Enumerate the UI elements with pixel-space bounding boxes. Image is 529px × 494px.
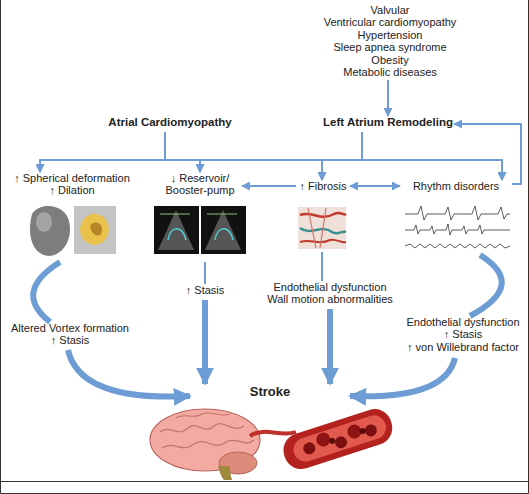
node-text: Endothelial dysfunction <box>402 316 524 328</box>
fibrosis-histology <box>298 207 346 249</box>
atrium-ct-image <box>74 206 116 254</box>
concept-node: Endothelial dysfunctionWall motion abnor… <box>262 281 398 309</box>
connector-arrow <box>321 252 323 281</box>
node-text: ↑ von Willebrand factor <box>402 341 524 353</box>
node-text: Altered Vortex formation <box>6 322 134 334</box>
node-text: Valvular <box>316 4 464 16</box>
connector-arrow <box>33 262 60 322</box>
node-text: Ventricular cardiomyopathy <box>316 16 464 28</box>
atrium-3d-model <box>30 206 70 256</box>
connector-arrow <box>322 132 362 180</box>
node-text: ↑ Spherical deformation <box>14 172 130 184</box>
node-text: Metabolic diseases <box>316 66 464 78</box>
blood-vessel-illustration <box>250 405 397 474</box>
node-text: Endothelial dysfunction <box>262 281 398 293</box>
node-text: Left Atrium Remodeling <box>322 116 454 128</box>
connector-arrow <box>350 358 455 396</box>
concept-node: Altered Vortex formation↑ Stasis <box>6 322 134 350</box>
connector-arrow <box>40 132 362 172</box>
connector-arrow <box>470 255 502 316</box>
connector-arrow <box>362 132 502 180</box>
concept-node: ValvularVentricular cardiomyopathyHypert… <box>316 4 464 80</box>
node-text: Atrial Cardiomyopathy <box>98 116 242 128</box>
concept-node: Left Atrium Remodeling <box>322 116 454 132</box>
connector-arrow <box>454 124 521 184</box>
connector-arrow <box>202 300 208 384</box>
connector-arrow <box>327 309 333 384</box>
echo-strain-images <box>154 206 246 254</box>
concept-node: Stroke <box>190 384 350 404</box>
connector-arrow <box>68 350 190 397</box>
brain-illustration <box>150 409 260 480</box>
concept-node: ↓ Reservoir/ Booster-pump <box>158 172 242 262</box>
connector-arrow <box>165 132 200 172</box>
node-text: ↑ Stasis <box>180 284 230 296</box>
concept-node: Endothelial dysfunction↑ Stasis↑ von Wil… <box>402 316 524 358</box>
ecg-tracings <box>405 206 510 248</box>
node-text: Sleep apnea syndrome <box>316 41 464 53</box>
node-text: Stroke <box>190 384 350 400</box>
node-text: Hypertension <box>316 29 464 41</box>
node-text: ↑ Fibrosis <box>296 180 350 192</box>
concept-node: Rhythm disorders <box>400 180 512 255</box>
node-text: Rhythm disorders <box>400 180 512 192</box>
node-text: ↑ Stasis <box>402 328 524 340</box>
node-text: Obesity <box>316 54 464 66</box>
connector-arrow <box>165 132 502 180</box>
concept-node: ↑ Stasis <box>180 284 230 300</box>
connector-arrow <box>387 80 389 116</box>
node-text: ↑ Stasis <box>6 334 134 346</box>
connector-arrow <box>200 132 362 172</box>
connector-arrow <box>350 185 400 187</box>
connector-arrow <box>165 132 322 180</box>
connector-arrow <box>204 262 206 284</box>
node-text: ↑ Dilation <box>14 184 130 196</box>
frame-divider <box>0 481 529 482</box>
connector-arrow <box>40 132 165 172</box>
concept-node: ↑ Fibrosis <box>296 180 350 252</box>
concept-node: Atrial Cardiomyopathy <box>98 116 242 132</box>
connector-arrow <box>242 185 296 187</box>
node-text: ↓ Reservoir/ Booster-pump <box>162 172 238 197</box>
concept-node: ↑ Spherical deformation↑ Dilation <box>14 172 130 262</box>
node-text: Wall motion abnormalities <box>262 293 398 305</box>
